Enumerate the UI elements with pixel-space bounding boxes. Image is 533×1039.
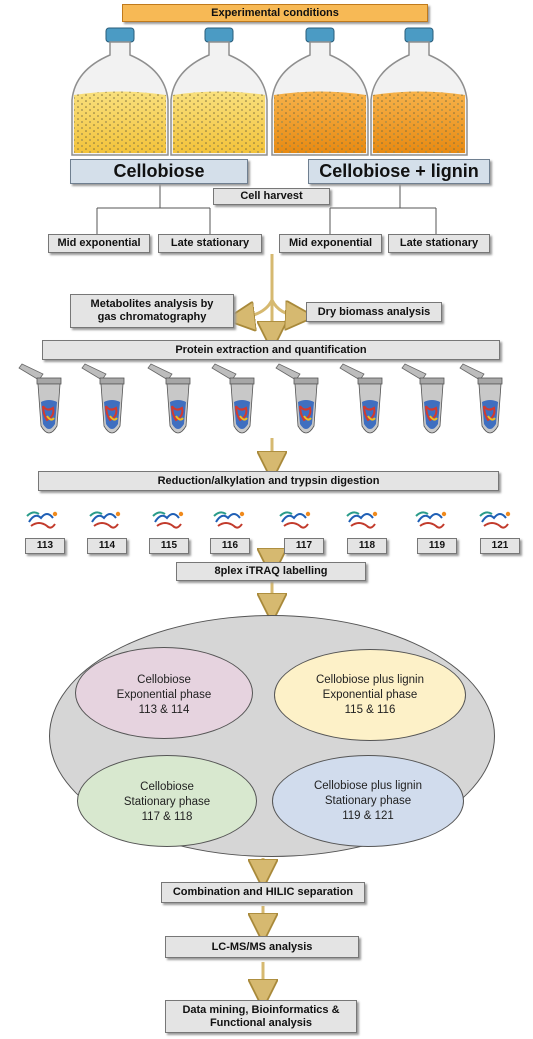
oval-2-tags: 115 & 116: [344, 703, 396, 716]
metabolites-line-1: Metabolites analysis by: [90, 298, 214, 311]
oval-cellobiose-exponential: [75, 647, 253, 739]
itraq-tag-119: 119: [417, 538, 457, 554]
itraq-tag-113: 113: [25, 538, 65, 554]
protein-extraction-step: Protein extraction and quantification: [42, 340, 500, 360]
oval-3-title: Cellobiose: [140, 781, 194, 793]
oval-2-phase: Exponential phase: [322, 688, 418, 701]
oval-lignin-exponential: [274, 649, 466, 741]
bottle-2: [170, 27, 268, 156]
phase-late-stationary-cellobiose: Late stationary: [158, 234, 262, 253]
phase-late-stationary-lignin: Late stationary: [388, 234, 490, 253]
oval-lignin-exponential-text: Cellobiose plus lignin Exponential phase…: [274, 673, 466, 718]
oval-cellobiose-stationary: [77, 755, 257, 847]
oval-4-tags: 119 & 121: [342, 809, 394, 822]
data-mining-line-2: Functional analysis: [209, 1016, 313, 1029]
combination-hilic-step: Combination and HILIC separation: [161, 882, 365, 903]
group-label-cellobiose-lignin: Cellobiose + lignin: [308, 159, 490, 184]
oval-1-phase: Exponential phase: [116, 688, 212, 701]
oval-3-phase: Stationary phase: [123, 795, 211, 808]
bottle-3: [271, 27, 369, 156]
itraq-tag-121: 121: [480, 538, 520, 554]
dry-biomass-analysis-step: Dry biomass analysis: [306, 302, 442, 322]
data-mining-line-1: Data mining, Bioinformatics &: [182, 1003, 340, 1016]
trypsin-digestion-step: Reduction/alkylation and trypsin digesti…: [38, 471, 499, 491]
oval-2-title: Cellobiose plus lignin: [315, 674, 425, 686]
culture-bottles: [71, 27, 468, 156]
oval-1-title: Cellobiose: [137, 674, 191, 686]
phase-mid-exponential-lignin: Mid exponential: [279, 234, 382, 253]
oval-lignin-stationary: [272, 755, 464, 847]
itraq-tag-116: 116: [210, 538, 250, 554]
oval-lignin-stationary-text: Cellobiose plus lignin Stationary phase …: [272, 779, 464, 824]
oval-cellobiose-exponential-text: Cellobiose Exponential phase 113 & 114: [75, 673, 253, 718]
oval-4-title: Cellobiose plus lignin: [313, 780, 423, 792]
itraq-tag-118: 118: [347, 538, 387, 554]
oval-4-phase: Stationary phase: [324, 794, 412, 807]
phase-mid-exponential-cellobiose: Mid exponential: [48, 234, 150, 253]
itraq-labelling-step: 8plex iTRAQ labelling: [176, 562, 366, 581]
metabolites-line-2: gas chromatography: [97, 311, 207, 323]
lcms-analysis-step: LC-MS/MS analysis: [165, 936, 359, 958]
oval-cellobiose-stationary-text: Cellobiose Stationary phase 117 & 118: [77, 780, 257, 825]
data-mining-step: Data mining, Bioinformatics & Functional…: [165, 1000, 357, 1033]
oval-3-tags: 117 & 118: [141, 810, 193, 823]
oval-1-tags: 113 & 114: [138, 703, 190, 716]
itraq-tag-114: 114: [87, 538, 127, 554]
itraq-tag-117: 117: [284, 538, 324, 554]
group-label-cellobiose: Cellobiose: [70, 159, 248, 184]
bottle-1: [71, 27, 169, 156]
metabolites-analysis-step: Metabolites analysis by gas chromatograp…: [70, 294, 234, 328]
itraq-tag-115: 115: [149, 538, 189, 554]
cell-harvest-step: Cell harvest: [213, 188, 330, 205]
experimental-conditions-header: Experimental conditions: [122, 4, 428, 22]
bottle-4: [370, 27, 468, 156]
